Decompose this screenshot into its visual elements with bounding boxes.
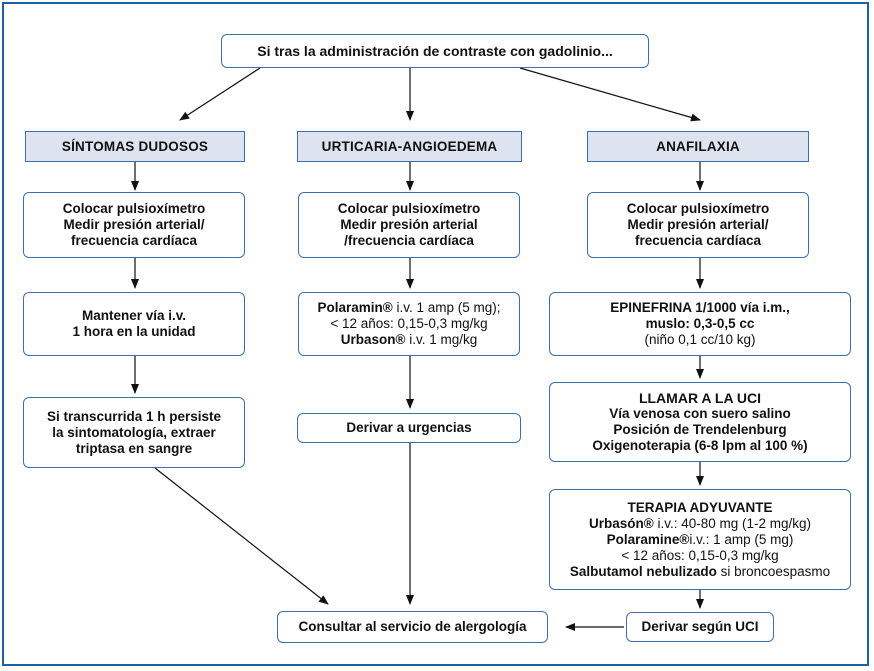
col3-uci-line1: LLAMAR A LA UCI bbox=[638, 390, 762, 406]
col1-monitor-line2: Medir presión arterial/ bbox=[63, 217, 205, 232]
header-anafilaxia-label: ANAFILAXIA bbox=[656, 139, 740, 154]
col3-uci-line4: Oxigenoterapia (6-8 lpm al 100 %) bbox=[592, 438, 808, 453]
col2-urgencias-box: Derivar a urgencias bbox=[297, 413, 521, 443]
col3-adyuvante-line1: Urbasón® i.v.: 40-80 mg (1-2 mg/kg) bbox=[589, 516, 811, 532]
col1-monitor-box: Colocar pulsioxímetro Medir presión arte… bbox=[23, 192, 245, 258]
polaramin-dose: i.v. 1 amp (5 mg); bbox=[392, 300, 501, 315]
col3-monitor-line1: Colocar pulsioxímetro bbox=[626, 201, 770, 216]
col3-monitor-box: Colocar pulsioxímetro Medir presión arte… bbox=[587, 192, 809, 258]
col1-triptasa-line2: la sintomatología, extraer bbox=[52, 424, 216, 440]
col3-monitor-line2: Medir presión arterial/ bbox=[627, 217, 769, 232]
col3-epinefrina-box: EPINEFRINA 1/1000 vía i.m., muslo: 0,3-0… bbox=[549, 292, 851, 356]
col3-epinefrina-line1: EPINEFRINA 1/1000 vía i.m., bbox=[610, 300, 790, 315]
arrow-top-to-col3 bbox=[519, 67, 701, 122]
col3-monitor-line3: frecuencia cardíaca bbox=[634, 233, 762, 248]
col2-monitor-line3: /frecuencia cardíaca bbox=[344, 233, 474, 248]
col2-monitor-line1: Colocar pulsioxímetro bbox=[337, 201, 481, 216]
urbason-dose: i.v. 1 mg/kg bbox=[405, 332, 478, 347]
urbason-name: Urbason® bbox=[340, 332, 406, 347]
col2-medication-line2: < 12 años: 0,15-0,3 mg/kg bbox=[330, 316, 488, 331]
col2-medication-box: Polaramin® i.v. 1 amp (5 mg); < 12 años:… bbox=[298, 292, 520, 356]
arrow-col1-s3-bottom bbox=[154, 467, 329, 605]
col1-via-box: Mantener vía i.v. 1 hora en la unidad bbox=[23, 292, 245, 356]
col2-monitor-line2: Medir presión arterial bbox=[340, 217, 478, 232]
col2-monitor-box: Colocar pulsioxímetro Medir presión arte… bbox=[298, 192, 520, 258]
polaramine-adyuvante-dose: i.v.: 1 amp (5 mg) bbox=[689, 531, 794, 547]
col3-adyuvante-line3: < 12 años: 0,15-0,3 mg/kg bbox=[621, 547, 779, 563]
top-text: Si tras la administración de contraste c… bbox=[257, 43, 613, 59]
col1-via-line1: Mantener vía i.v. bbox=[81, 308, 187, 323]
polaramin-name: Polaramin® bbox=[317, 300, 393, 315]
salbutamol-note: si broncoespasmo bbox=[716, 563, 831, 579]
bottom-alergologia-text: Consultar al servicio de alergología bbox=[298, 619, 527, 634]
header-urticaria-angioedema: URTICARIA-ANGIOEDEMA bbox=[297, 131, 522, 162]
header-anafilaxia: ANAFILAXIA bbox=[587, 131, 809, 162]
col3-epinefrina-line2: muslo: 0,3-0,5 cc bbox=[645, 316, 755, 331]
col1-triptasa-line3: triptasa en sangre bbox=[75, 440, 193, 456]
bottom-alergologia-box: Consultar al servicio de alergología bbox=[277, 611, 548, 643]
header-urticaria-angioedema-label: URTICARIA-ANGIOEDEMA bbox=[321, 139, 498, 154]
top-box: Si tras la administración de contraste c… bbox=[221, 34, 649, 68]
col3-uci-line3: Posición de Trendelenburg bbox=[613, 422, 787, 437]
col3-adyuvante-line2: Polaramine®i.v.: 1 amp (5 mg) bbox=[607, 532, 794, 548]
col2-medication-line1: Polaramin® i.v. 1 amp (5 mg); bbox=[317, 300, 500, 316]
urbason-adyuvante-name: Urbasón® bbox=[588, 515, 654, 531]
col1-monitor-line3: frecuencia cardíaca bbox=[70, 233, 198, 248]
col3-uci-box: LLAMAR A LA UCI Vía venosa con suero sal… bbox=[549, 382, 851, 462]
col2-medication-line3: Urbason® i.v. 1 mg/kg bbox=[341, 332, 478, 348]
polaramine-adyuvante-name: Polaramine® bbox=[606, 531, 690, 547]
col3-derivar-uci-text: Derivar según UCI bbox=[641, 619, 759, 634]
salbutamol-name: Salbutamol nebulizado bbox=[569, 563, 717, 579]
col1-triptasa-box: Si transcurrida 1 h persiste la sintomat… bbox=[23, 397, 245, 468]
header-sintomas-dudosos-label: SÍNTOMAS DUDOSOS bbox=[61, 139, 209, 154]
col3-adyuvante-box: TERAPIA ADYUVANTE Urbasón® i.v.: 40-80 m… bbox=[549, 489, 851, 590]
col1-monitor-line1: Colocar pulsioxímetro bbox=[62, 201, 206, 216]
col3-derivar-uci-box: Derivar según UCI bbox=[626, 612, 774, 642]
col3-epinefrina-line3: (niño 0,1 cc/10 kg) bbox=[644, 332, 756, 347]
col3-adyuvante-line4: Salbutamol nebulizado si broncoespasmo bbox=[570, 564, 830, 580]
col3-uci-line2: Vía venosa con suero salino bbox=[609, 406, 791, 421]
header-sintomas-dudosos: SÍNTOMAS DUDOSOS bbox=[25, 131, 245, 162]
arrow-top-to-col1 bbox=[179, 67, 261, 121]
col1-via-line2: 1 hora en la unidad bbox=[72, 324, 196, 339]
col1-triptasa-line1: Si transcurrida 1 h persiste bbox=[46, 408, 222, 424]
col2-urgencias-text: Derivar a urgencias bbox=[346, 420, 472, 435]
col3-adyuvante-title: TERAPIA ADYUVANTE bbox=[627, 499, 773, 515]
urbason-adyuvante-dose: i.v.: 40-80 mg (1-2 mg/kg) bbox=[653, 515, 812, 531]
